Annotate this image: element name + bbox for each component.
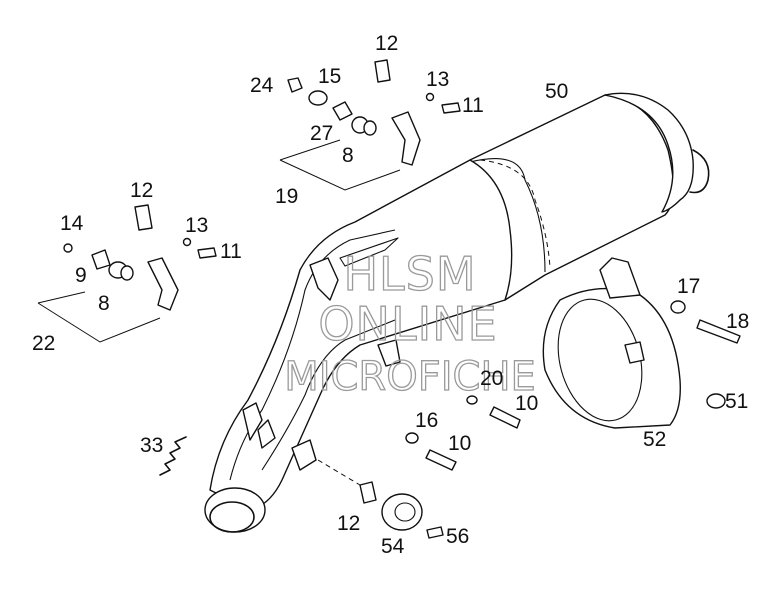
label-8-left: 8 bbox=[98, 292, 110, 315]
bushing-54-inner bbox=[394, 502, 416, 522]
label-52: 52 bbox=[643, 428, 666, 451]
mount-tab-left-2 bbox=[257, 419, 276, 449]
watermark: HLSM ONLINE MICROFICHE bbox=[284, 246, 537, 400]
bolt-11-top bbox=[441, 102, 461, 114]
watermark-line-2: ONLINE bbox=[318, 297, 497, 351]
right-side-parts bbox=[405, 300, 741, 471]
label-56: 56 bbox=[446, 525, 469, 548]
label-10-upper: 10 bbox=[515, 392, 538, 415]
mount-tab-lower bbox=[291, 439, 317, 471]
washer-17 bbox=[670, 300, 686, 314]
washer-15 bbox=[308, 90, 328, 106]
watermark-line-1: HLSM bbox=[343, 247, 476, 301]
label-20: 20 bbox=[480, 367, 503, 390]
label-50: 50 bbox=[545, 80, 568, 103]
mount-tab-upper bbox=[309, 257, 339, 301]
leader-bracket-left bbox=[37, 291, 161, 343]
part-labels: 50 12 24 15 13 11 27 8 19 12 14 13 11 9 … bbox=[32, 32, 749, 558]
label-19: 19 bbox=[275, 185, 298, 208]
nut-24 bbox=[287, 77, 303, 93]
label-15: 15 bbox=[318, 65, 341, 88]
leader-lower-dashed bbox=[317, 459, 361, 486]
heat-shield-body bbox=[542, 287, 681, 429]
label-11-top: 11 bbox=[462, 94, 484, 117]
clip-12-lower bbox=[359, 481, 377, 504]
label-33: 33 bbox=[140, 434, 163, 457]
spacer-9 bbox=[91, 249, 111, 270]
bolt-10-lower bbox=[425, 449, 457, 471]
mount-tab-middle bbox=[377, 339, 401, 367]
upper-bracket-parts bbox=[279, 59, 461, 191]
left-bracket-parts bbox=[37, 204, 217, 343]
bushing-54 bbox=[381, 493, 423, 531]
label-18: 18 bbox=[726, 310, 749, 333]
bracket-19 bbox=[391, 111, 421, 166]
label-10-lower: 10 bbox=[448, 432, 471, 455]
muffler-seam-pattern bbox=[479, 159, 551, 269]
heat-shield-bracket-top bbox=[599, 257, 641, 299]
cap-51 bbox=[706, 393, 726, 409]
label-12-lower: 12 bbox=[337, 512, 360, 535]
label-54: 54 bbox=[381, 535, 405, 558]
label-12-top: 12 bbox=[375, 32, 398, 55]
leader-bracket-top bbox=[279, 139, 401, 191]
label-17: 17 bbox=[677, 275, 700, 298]
label-11-left: 11 bbox=[220, 240, 242, 263]
label-27: 27 bbox=[310, 122, 333, 145]
nut-14 bbox=[63, 243, 73, 253]
bolt-10-upper bbox=[489, 406, 521, 429]
label-16: 16 bbox=[415, 409, 438, 432]
head-pipe-bracket-top bbox=[339, 237, 399, 267]
mount-tab-left bbox=[242, 402, 263, 441]
spacer-27 bbox=[332, 101, 353, 121]
bolt-11-left bbox=[197, 247, 217, 259]
clip-12-top bbox=[374, 59, 391, 83]
label-12-left: 12 bbox=[130, 179, 153, 202]
muffler-end-cap bbox=[604, 92, 694, 213]
label-51: 51 bbox=[725, 390, 748, 413]
head-pipe-contour-right bbox=[261, 319, 396, 471]
grommet-8-inner bbox=[363, 120, 377, 136]
lower-parts bbox=[159, 436, 444, 539]
washer-13-top bbox=[425, 92, 435, 102]
head-pipe-contour-left bbox=[229, 229, 396, 481]
label-8-top: 8 bbox=[342, 144, 354, 167]
bolt-56 bbox=[426, 526, 444, 539]
heat-shield-bracket-side bbox=[624, 341, 645, 364]
bracket-22 bbox=[147, 257, 179, 311]
watermark-line-3: MICROFICHE bbox=[284, 354, 536, 400]
label-13-left: 13 bbox=[185, 214, 208, 237]
clip-12-left bbox=[134, 204, 153, 231]
label-13-top: 13 bbox=[426, 68, 449, 91]
washer-16 bbox=[405, 432, 419, 444]
washer-20 bbox=[466, 395, 478, 405]
label-22: 22 bbox=[32, 332, 55, 355]
inlet-opening bbox=[209, 501, 255, 533]
muffler-tailpipe bbox=[689, 149, 710, 194]
muffler-seam-outer bbox=[469, 158, 546, 273]
label-24: 24 bbox=[250, 74, 274, 97]
washer-13-left bbox=[182, 237, 192, 247]
label-9: 9 bbox=[75, 264, 87, 287]
grommet-8-left-inner bbox=[120, 265, 134, 281]
label-14: 14 bbox=[60, 212, 84, 235]
bolt-18 bbox=[696, 319, 741, 344]
heat-shield bbox=[542, 257, 681, 429]
muffler-assembly bbox=[204, 92, 710, 533]
spring-33 bbox=[159, 436, 187, 476]
